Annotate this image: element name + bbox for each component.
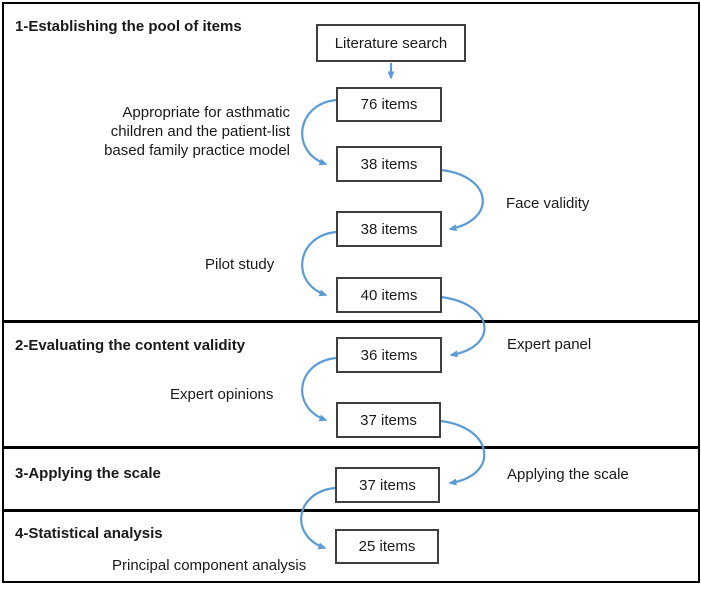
annotation-expert-panel: Expert panel: [507, 336, 592, 353]
annotation-expert-opinions: Expert opinions: [170, 386, 274, 403]
section-divider-2: [2, 446, 700, 449]
annotation-pool-note-line-2: children and the patient-list: [110, 123, 290, 140]
annotation-principal-component-analysis: Principal component analysis: [112, 557, 307, 574]
box-40-items: 40 items: [336, 277, 442, 313]
section-title-1: 1-Establishing the pool of items: [15, 18, 242, 35]
section-divider-1: [2, 320, 700, 323]
box-25-items: 25 items: [335, 529, 439, 564]
section-title-4: 4-Statistical analysis: [15, 525, 163, 542]
box-76-items: 76 items: [336, 87, 442, 122]
annotation-pool-note-line-3: based family practice model: [104, 142, 290, 159]
box-literature-search: Literature search: [316, 24, 466, 62]
box-36-items: 36 items: [336, 337, 442, 373]
section-divider-3: [2, 509, 700, 512]
annotation-pool-note: Appropriate for asthmatic children and t…: [40, 103, 290, 160]
box-38-items-b: 38 items: [336, 211, 442, 247]
section-title-2: 2-Evaluating the content validity: [15, 337, 246, 354]
annotation-pool-note-line-1: Appropriate for asthmatic: [122, 104, 290, 121]
annotation-face-validity: Face validity: [506, 195, 590, 212]
annotation-applying-the-scale: Applying the scale: [507, 466, 629, 483]
box-38-items-a: 38 items: [336, 146, 442, 182]
outer-border: [2, 2, 700, 583]
box-37-items-b: 37 items: [335, 467, 440, 503]
section-title-3: 3-Applying the scale: [15, 465, 161, 482]
box-37-items-a: 37 items: [336, 402, 441, 438]
annotation-pilot-study: Pilot study: [205, 256, 275, 273]
